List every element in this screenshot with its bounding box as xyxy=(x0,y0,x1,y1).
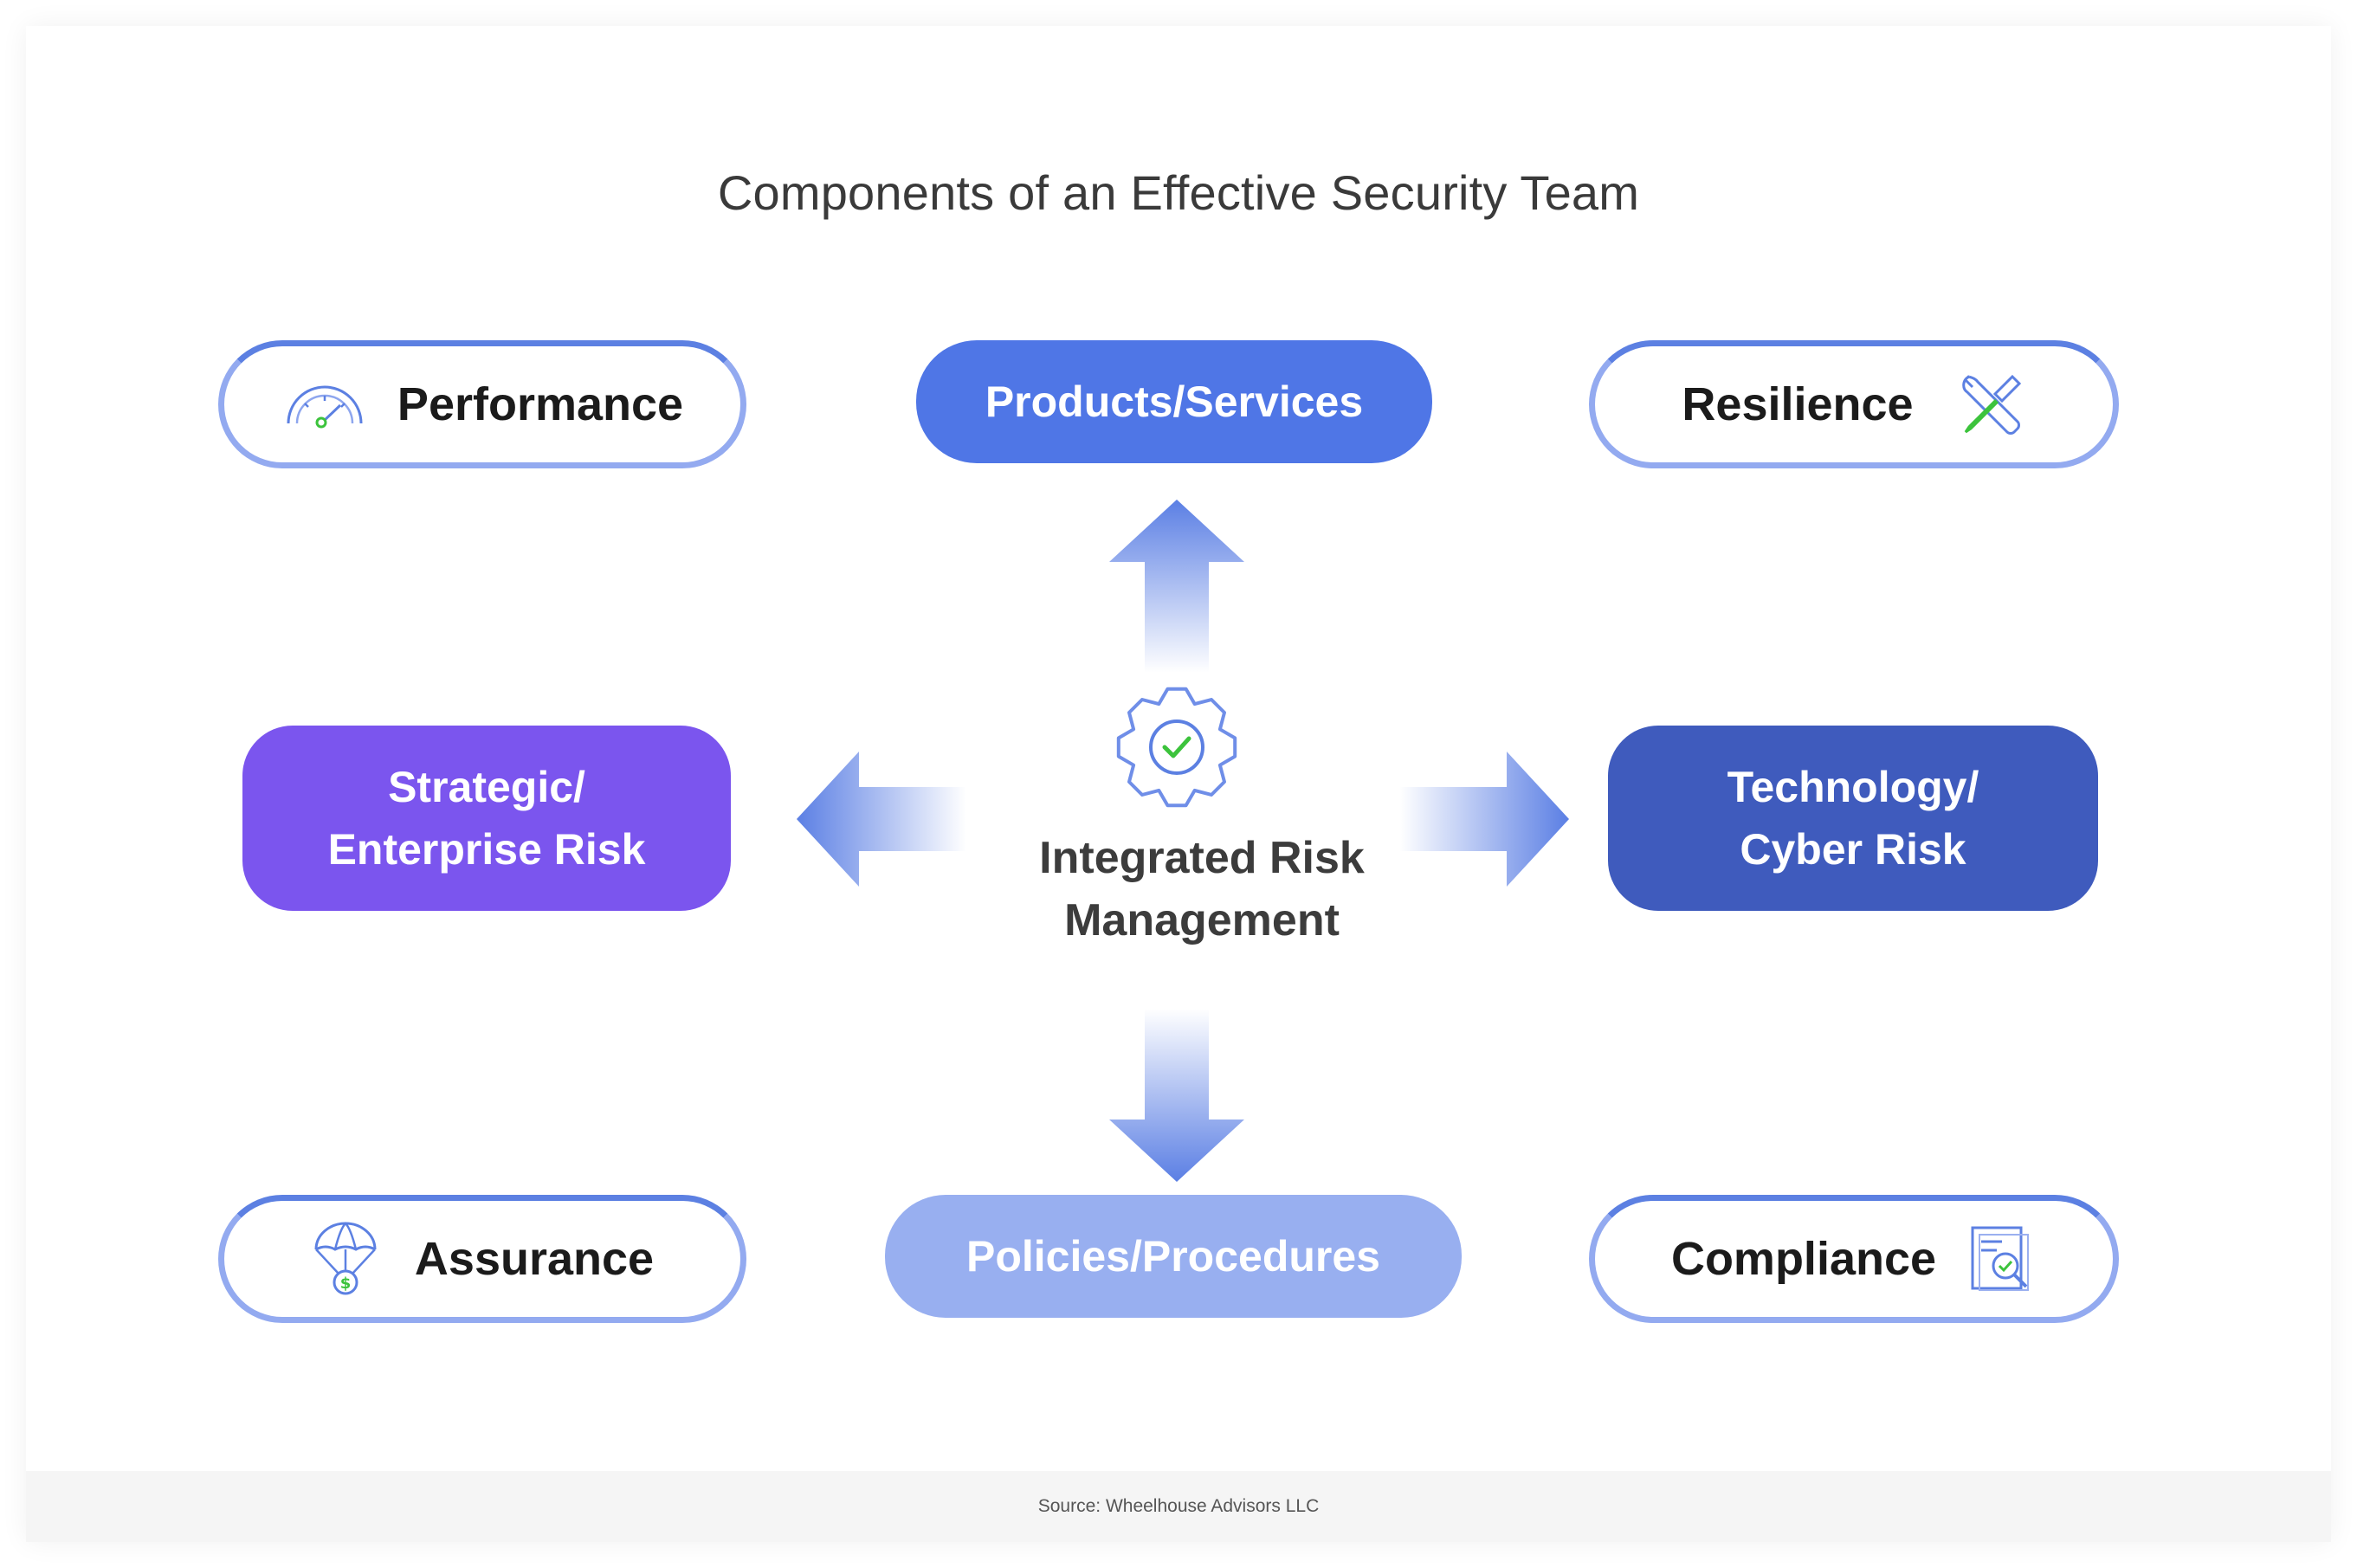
policies-procedures-node: Policies/Procedures xyxy=(885,1195,1462,1318)
arrow-down-icon xyxy=(1109,1009,1244,1182)
speedometer-icon xyxy=(287,385,363,429)
strategic-risk-line1: Strategic/ xyxy=(388,763,585,811)
parachute-dollar-icon: $ xyxy=(314,1222,377,1295)
center-label-line2: Management xyxy=(1064,895,1340,945)
arrow-left-icon xyxy=(797,752,966,887)
diagram-card: Components of an Effective Security Team… xyxy=(26,26,2331,1542)
technology-risk-node: Technology/ Cyber Risk xyxy=(1608,726,2098,911)
footer: Source: Wheelhouse Advisors LLC xyxy=(26,1471,2331,1542)
arrow-up-icon xyxy=(1109,500,1244,673)
assurance-label: Assurance xyxy=(414,1233,655,1285)
compliance-node: Compliance xyxy=(1589,1195,2119,1323)
document-search-icon xyxy=(1971,1226,2030,1291)
technology-risk-line2: Cyber Risk xyxy=(1740,825,1966,874)
arrow-right-icon xyxy=(1399,752,1569,887)
strategic-risk-line2: Enterprise Risk xyxy=(327,825,646,874)
performance-label: Performance xyxy=(397,378,684,430)
performance-node: Performance xyxy=(218,340,746,468)
products-services-label: Products/Services xyxy=(985,377,1364,426)
assurance-node: $ Assurance xyxy=(218,1195,746,1323)
gear-check-icon xyxy=(1116,687,1237,808)
source-text: Source: Wheelhouse Advisors LLC xyxy=(1037,1496,1320,1516)
technology-risk-line1: Technology/ xyxy=(1727,763,1979,811)
svg-text:$: $ xyxy=(340,1274,352,1293)
policies-procedures-label: Policies/Procedures xyxy=(965,1232,1380,1281)
center-label-line1: Integrated Risk xyxy=(1039,833,1365,883)
resilience-node: Resilience xyxy=(1589,340,2119,468)
diagram-title: Components of an Effective Security Team xyxy=(717,165,1640,220)
center-label: Integrated Risk Management xyxy=(942,827,1462,952)
resilience-label: Resilience xyxy=(1682,378,1914,430)
compliance-label: Compliance xyxy=(1670,1233,1937,1285)
wrench-screwdriver-icon xyxy=(1961,374,2021,435)
products-services-node: Products/Services xyxy=(916,340,1432,463)
strategic-risk-node: Strategic/ Enterprise Risk xyxy=(242,726,731,911)
